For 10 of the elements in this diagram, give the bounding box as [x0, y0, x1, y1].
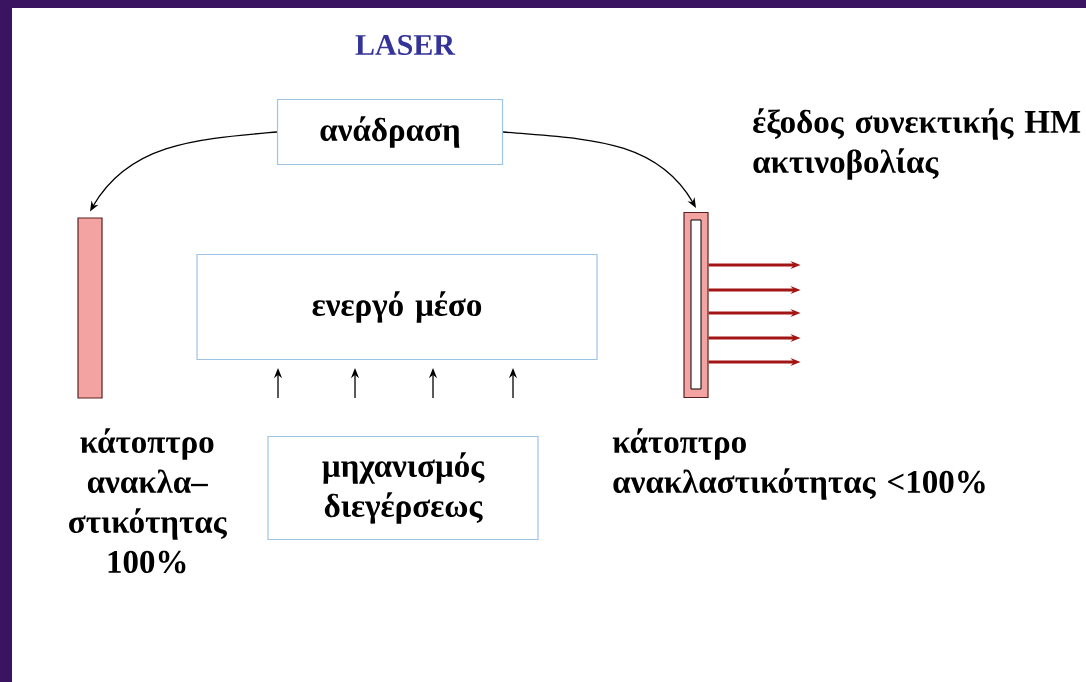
title: LASER [355, 34, 456, 56]
mirror-caption: κάτοπτρο ανακλα– στικότητας 100% [69, 428, 227, 574]
output-label: έξοδος συνεκτικής ΗΜ ακτινοβολίας [753, 108, 1081, 180]
text-box: ενεργό μέσο [196, 253, 598, 361]
arrow [502, 131, 696, 208]
mirror [77, 217, 103, 399]
text-box: ανάδραση [276, 98, 504, 166]
mirror-caption: κάτοπτρο ανακλαστικότητας <100% [612, 428, 985, 500]
mirror [683, 211, 709, 399]
text-box: μηχανισμός διεγέρσεως [267, 435, 539, 541]
